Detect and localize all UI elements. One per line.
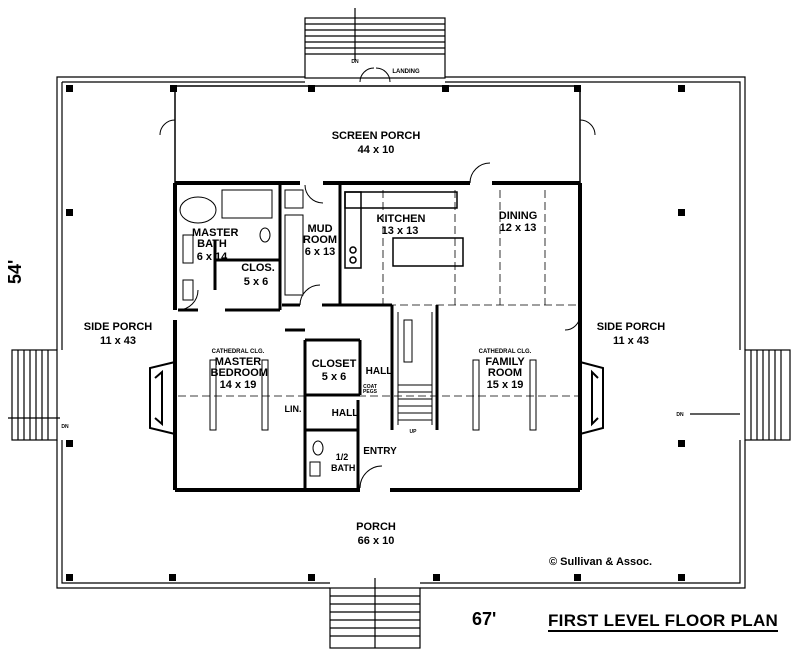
- coat-pegs-label: COAT PEGS: [363, 384, 377, 395]
- hall-lower-label: HALL: [331, 408, 359, 419]
- porch-size: 66 x 10: [357, 535, 395, 547]
- interior-stair: [397, 312, 433, 425]
- stair-right-dn: DN: [676, 412, 684, 418]
- linen-label: LIN.: [284, 404, 302, 414]
- side-porch-left-label: SIDE PORCH: [83, 321, 153, 333]
- width-dimension: 67': [472, 609, 497, 629]
- family-room-note: CATHEDRAL CLG.: [478, 349, 532, 355]
- master-bedroom-size: 14 x 19: [219, 379, 257, 391]
- stair-top: [304, 8, 446, 79]
- master-bedroom-label: MASTER BEDROOM: [210, 356, 268, 379]
- closet-master-size: 5 x 6: [243, 276, 269, 288]
- copyright-credit: © Sullivan & Assoc.: [549, 556, 653, 568]
- ceiling-lines: [178, 190, 580, 397]
- porch-label: PORCH: [356, 521, 396, 533]
- fireplace-left: [149, 361, 176, 435]
- entry-label: ENTRY: [363, 446, 397, 457]
- closet-hall-size: 5 x 6: [321, 371, 347, 383]
- depth-dimension: 54': [5, 259, 25, 284]
- house-exterior-walls: [173, 181, 582, 492]
- mud-room-size: 6 x 13: [304, 246, 336, 258]
- fireplace-right: [579, 361, 604, 435]
- master-bath-size: 6 x 14: [196, 251, 228, 263]
- half-bath-label: 1/2 BATH: [331, 452, 356, 473]
- screen-porch-size: 44 x 10: [357, 144, 395, 156]
- side-porch-right-size: 11 x 43: [612, 335, 650, 347]
- stair-left: [8, 349, 60, 441]
- side-porch-left-size: 11 x 43: [99, 335, 137, 347]
- closet-hall-label: CLOSET: [311, 358, 357, 370]
- kitchen-island: [344, 191, 464, 269]
- hall-upper-label: HALL: [365, 366, 393, 377]
- stair-right: [690, 349, 791, 441]
- plan-title: FIRST LEVEL FLOOR PLAN: [548, 611, 779, 632]
- kitchen-size: 13 x 13: [381, 225, 419, 237]
- master-bedroom-note: CATHEDRAL CLG.: [211, 349, 265, 355]
- ceiling-beams: [209, 359, 537, 431]
- screen-porch-walls: [174, 85, 581, 183]
- stair-left-dn: DN: [61, 424, 69, 430]
- dining-label: DINING: [498, 210, 538, 222]
- stair-top-dn: DN: [351, 59, 359, 65]
- stair-bottom: [329, 578, 421, 649]
- interior-walls: [178, 185, 439, 490]
- side-porch-right-label: SIDE PORCH: [596, 321, 666, 333]
- family-room-size: 15 x 19: [486, 379, 524, 391]
- screen-porch-label: SCREEN PORCH: [331, 130, 421, 142]
- door-swings: [159, 67, 596, 489]
- porch-railing: [56, 76, 746, 589]
- landing-label: LANDING: [392, 69, 420, 75]
- interior-stair-up: UP: [409, 429, 417, 435]
- porch-posts: [66, 85, 685, 581]
- closet-master-label: CLOS.: [241, 262, 275, 274]
- master-bath-label: MASTER BATH: [192, 227, 239, 250]
- mud-room-label: MUD ROOM: [302, 223, 338, 246]
- bath-fixtures: [179, 189, 324, 477]
- dining-size: 12 x 13: [499, 222, 537, 234]
- family-room-label: FAMILY ROOM: [485, 356, 525, 379]
- kitchen-label: KITCHEN: [376, 213, 426, 225]
